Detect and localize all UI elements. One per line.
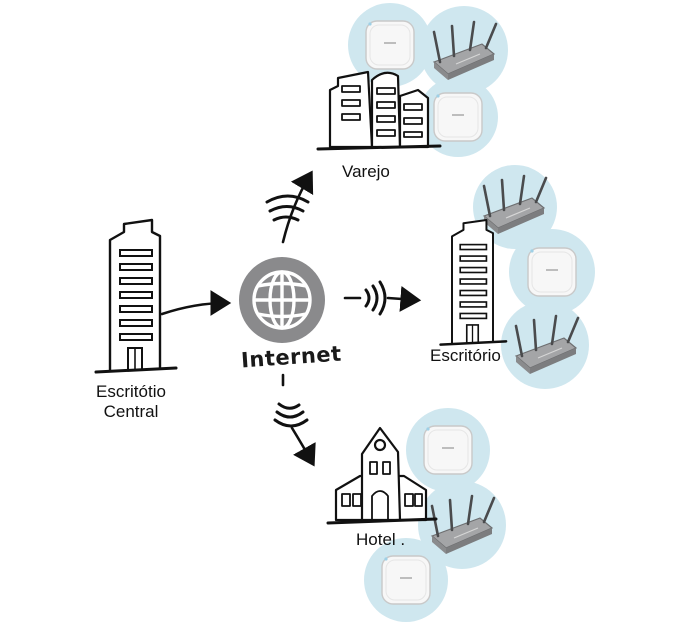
node-label-hq: Escritótio Central	[78, 382, 184, 422]
bubble-group-retail	[348, 3, 508, 157]
wireless-signal-icon	[364, 280, 387, 316]
access-point-icon	[365, 20, 415, 70]
wireless-signal-icon	[273, 402, 309, 428]
access-point-icon	[381, 555, 431, 605]
building-icon	[94, 218, 178, 374]
access-point-icon	[423, 425, 473, 475]
node-label-hotel: Hotel .	[356, 530, 406, 549]
wireless-signal-icon	[265, 194, 310, 222]
globe-icon	[239, 257, 325, 343]
access-point-icon	[433, 92, 483, 142]
node-label-hq-line2: Central	[103, 402, 159, 421]
node-label-retail: Varejo	[342, 162, 390, 181]
bubble-group-office	[473, 165, 595, 389]
access-point-icon	[527, 247, 577, 297]
node-label-office: Escritório	[430, 346, 501, 365]
building-icon	[316, 70, 442, 151]
hotel-icon	[326, 426, 438, 525]
node-label-hq-line1: Escritótio	[96, 382, 166, 401]
bubble-group-hotel	[364, 408, 506, 622]
